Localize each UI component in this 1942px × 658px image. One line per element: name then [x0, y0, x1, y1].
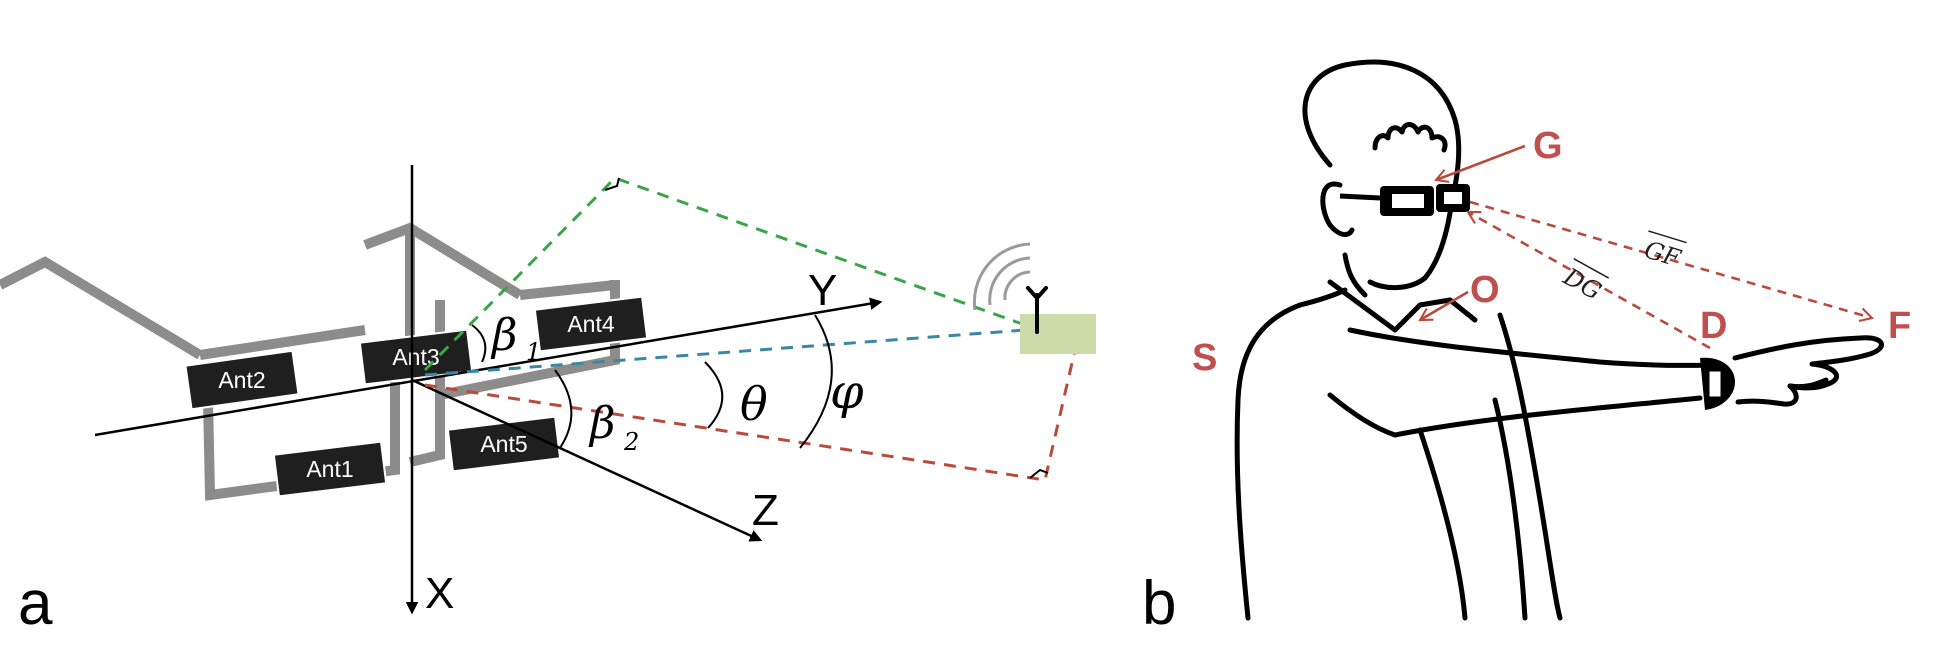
g-pointer [1433, 144, 1526, 183]
theta-label: θ [740, 377, 768, 431]
vector-dg [1466, 210, 1711, 350]
y-axis-line [94, 297, 883, 437]
panel-a-label: a [18, 569, 53, 638]
vector-dg-label: DG [1558, 262, 1606, 306]
point-d-label: D [1700, 305, 1727, 347]
beta2-arc [554, 369, 573, 449]
antenna-ant2: Ant2 [184, 349, 300, 411]
phi-arc [799, 314, 833, 449]
vector-gf [1469, 200, 1875, 323]
neck [1342, 252, 1368, 298]
radio-waves-icon [972, 242, 1031, 311]
antenna-ant1: Ant1 [272, 440, 388, 498]
red-ray [424, 349, 1077, 482]
y-axis-label: Y [808, 266, 837, 315]
collar [1327, 279, 1478, 333]
ear [1320, 181, 1355, 238]
hand [1732, 335, 1884, 407]
antenna-label: Ant1 [306, 456, 353, 482]
panel-b: DG GF G O S D F b [1142, 59, 1911, 638]
beta1-label: β [490, 310, 517, 361]
beta2-label: β [588, 398, 615, 449]
angle-arcs [471, 314, 833, 449]
upper-arm-bottom [1392, 395, 1703, 438]
point-g-label: G [1533, 125, 1563, 167]
antenna-ant3: Ant3 [358, 328, 474, 386]
point-s-label: S [1192, 337, 1217, 379]
body-inner [1492, 397, 1528, 621]
antenna-label: Ant3 [392, 344, 439, 370]
antenna-label: Ant5 [480, 431, 527, 457]
antenna-label: Ant4 [567, 311, 615, 337]
green-ray [423, 176, 1026, 372]
point-f-label: F [1888, 305, 1911, 347]
o-pointer [1418, 290, 1469, 322]
x-axis-label: X [425, 569, 454, 618]
antenna-icon [1026, 286, 1048, 334]
beta1-subscript: 1 [526, 338, 541, 366]
z-axis-label: Z [752, 486, 779, 535]
blue-ray [424, 328, 1026, 377]
tag-box [1020, 314, 1096, 354]
body-shadow [1417, 427, 1468, 621]
wristband-icon [1700, 357, 1735, 410]
antenna-ant4: Ant4 [533, 295, 649, 353]
pointer-lines [1418, 144, 1526, 322]
finger-detail [1787, 377, 1829, 390]
phi-label: φ [830, 364, 864, 420]
dashed-rays [423, 176, 1077, 482]
vector-gf-label-group: GF [1641, 230, 1687, 273]
head-outline [1302, 59, 1462, 290]
torso [1234, 302, 1303, 621]
beta1-arc [471, 324, 487, 363]
point-o-label: O [1470, 269, 1500, 311]
vector-gf-label: GF [1641, 235, 1685, 273]
antenna-label: Ant2 [218, 367, 265, 393]
beta2-subscript: 2 [623, 428, 639, 456]
panel-b-label: b [1142, 569, 1176, 638]
body-front [1497, 312, 1563, 621]
sleeve [1327, 392, 1398, 438]
theta-arc [704, 361, 724, 429]
panel-a: Ant2 Ant3 Ant4 Ant1 Ant5 Y X Z [0, 165, 1096, 638]
right-angle-mark-top [604, 177, 620, 191]
back-shoulder [1297, 287, 1348, 308]
vectors [1466, 200, 1875, 350]
z-axis-line [411, 378, 763, 542]
person-figure [1234, 59, 1884, 621]
hair [1372, 122, 1448, 153]
glasses-icon [1339, 184, 1470, 216]
upper-arm-top [1347, 327, 1713, 368]
right-angle-mark-bottom [1029, 468, 1049, 479]
axes [94, 165, 883, 615]
antenna-ant5: Ant5 [446, 415, 562, 473]
